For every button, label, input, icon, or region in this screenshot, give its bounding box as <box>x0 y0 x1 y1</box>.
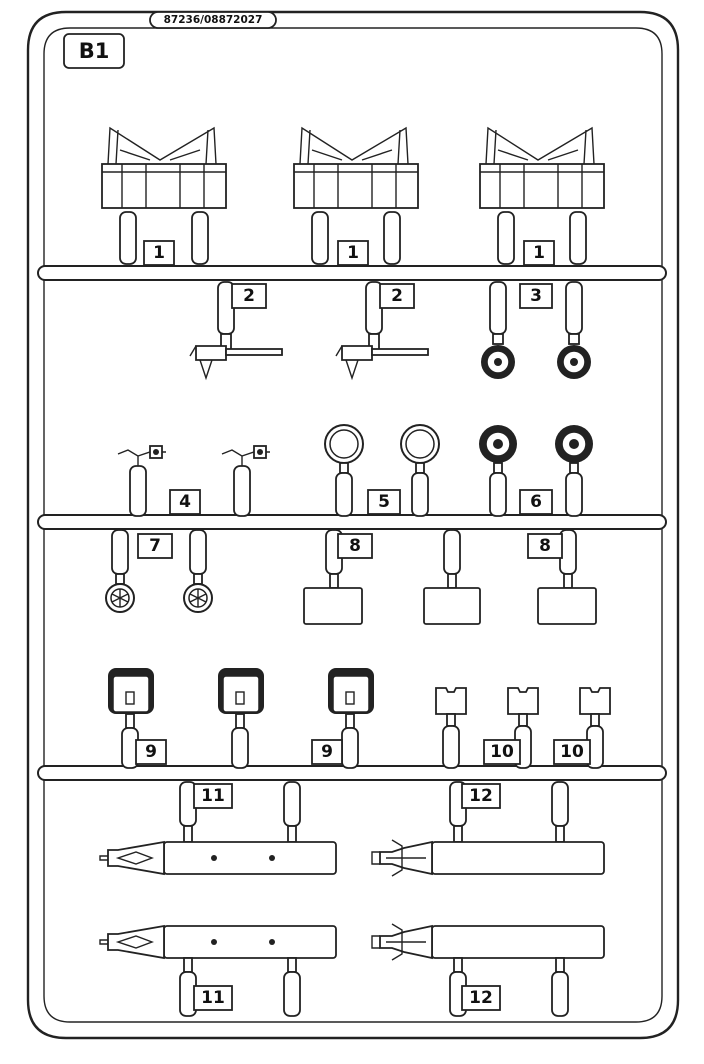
part-8-plate-b <box>423 529 481 625</box>
part-label-9a: 9 <box>135 739 167 765</box>
part-label-7: 7 <box>137 533 173 559</box>
part-7-hub-a <box>105 529 135 613</box>
part-11-bomb-upper <box>99 781 337 876</box>
part-3-wheel-b <box>557 281 591 379</box>
part-label-6: 6 <box>519 489 553 515</box>
part-8-plate-c <box>537 529 597 625</box>
part-label-9b: 9 <box>311 739 343 765</box>
sprue-id: B1 <box>79 39 110 63</box>
part-label-4: 4 <box>169 489 201 515</box>
svg-text:2: 2 <box>391 286 403 306</box>
svg-text:7: 7 <box>149 536 161 556</box>
part-5-ring-b <box>400 424 440 517</box>
part-1-trestle-c <box>479 126 605 265</box>
part-label-8a: 8 <box>337 533 373 559</box>
part-9-seat-c <box>328 668 374 769</box>
svg-text:4: 4 <box>179 492 191 512</box>
svg-text:6: 6 <box>530 492 542 512</box>
part-4-handle-b <box>221 445 270 517</box>
runner-2 <box>37 514 667 530</box>
part-label-2a: 2 <box>231 283 267 309</box>
part-code: 87236/08872027 <box>164 14 263 26</box>
sprue-frame <box>26 10 680 1040</box>
part-2-carriage-b <box>335 281 429 381</box>
part-4-handle-a <box>117 445 166 517</box>
svg-text:3: 3 <box>530 286 542 306</box>
part-2-carriage-a <box>189 281 283 381</box>
part-11-bomb-lower <box>99 924 337 1017</box>
svg-text:9: 9 <box>321 742 333 762</box>
part-label-11b: 11 <box>193 985 233 1011</box>
svg-text:11: 11 <box>201 988 225 1008</box>
svg-text:1: 1 <box>347 243 359 263</box>
part-label-10a: 10 <box>483 739 521 765</box>
svg-text:11: 11 <box>201 786 225 806</box>
part-3-wheel-a <box>481 281 515 379</box>
svg-text:8: 8 <box>349 536 361 556</box>
part-6-wheel-a <box>479 425 517 517</box>
part-label-1c: 1 <box>523 240 555 266</box>
svg-text:12: 12 <box>469 988 493 1008</box>
sprue-id-box <box>63 33 125 69</box>
svg-text:5: 5 <box>378 492 390 512</box>
part-label-5: 5 <box>367 489 401 515</box>
svg-text:1: 1 <box>533 243 545 263</box>
svg-text:10: 10 <box>490 742 514 762</box>
part-label-11a: 11 <box>193 783 233 809</box>
part-9-seat-b <box>218 668 264 769</box>
part-5-ring-a <box>324 424 364 517</box>
svg-text:9: 9 <box>145 742 157 762</box>
part-label-1a: 1 <box>143 240 175 266</box>
svg-text:1: 1 <box>153 243 165 263</box>
part-10-bracket-a <box>435 687 467 769</box>
part-label-10b: 10 <box>553 739 591 765</box>
svg-text:10: 10 <box>560 742 584 762</box>
part-label-8b: 8 <box>527 533 563 559</box>
part-label-12a: 12 <box>461 783 501 809</box>
svg-text:2: 2 <box>243 286 255 306</box>
sprue-frame-inner <box>43 27 663 1023</box>
part-1-trestle-b <box>293 126 419 265</box>
part-code-box <box>149 11 277 29</box>
svg-text:8: 8 <box>539 536 551 556</box>
part-label-3: 3 <box>519 283 553 309</box>
runner-1 <box>37 265 667 281</box>
part-label-1b: 1 <box>337 240 369 266</box>
part-1-trestle-a <box>101 126 227 265</box>
part-label-12b: 12 <box>461 985 501 1011</box>
svg-text:12: 12 <box>469 786 493 806</box>
part-6-wheel-b <box>555 425 593 517</box>
part-10-bracket-c <box>579 687 611 769</box>
part-12-bomb-upper <box>371 781 605 877</box>
part-7-hub-b <box>183 529 213 613</box>
part-label-2b: 2 <box>379 283 415 309</box>
part-9-seat-a <box>108 668 154 769</box>
